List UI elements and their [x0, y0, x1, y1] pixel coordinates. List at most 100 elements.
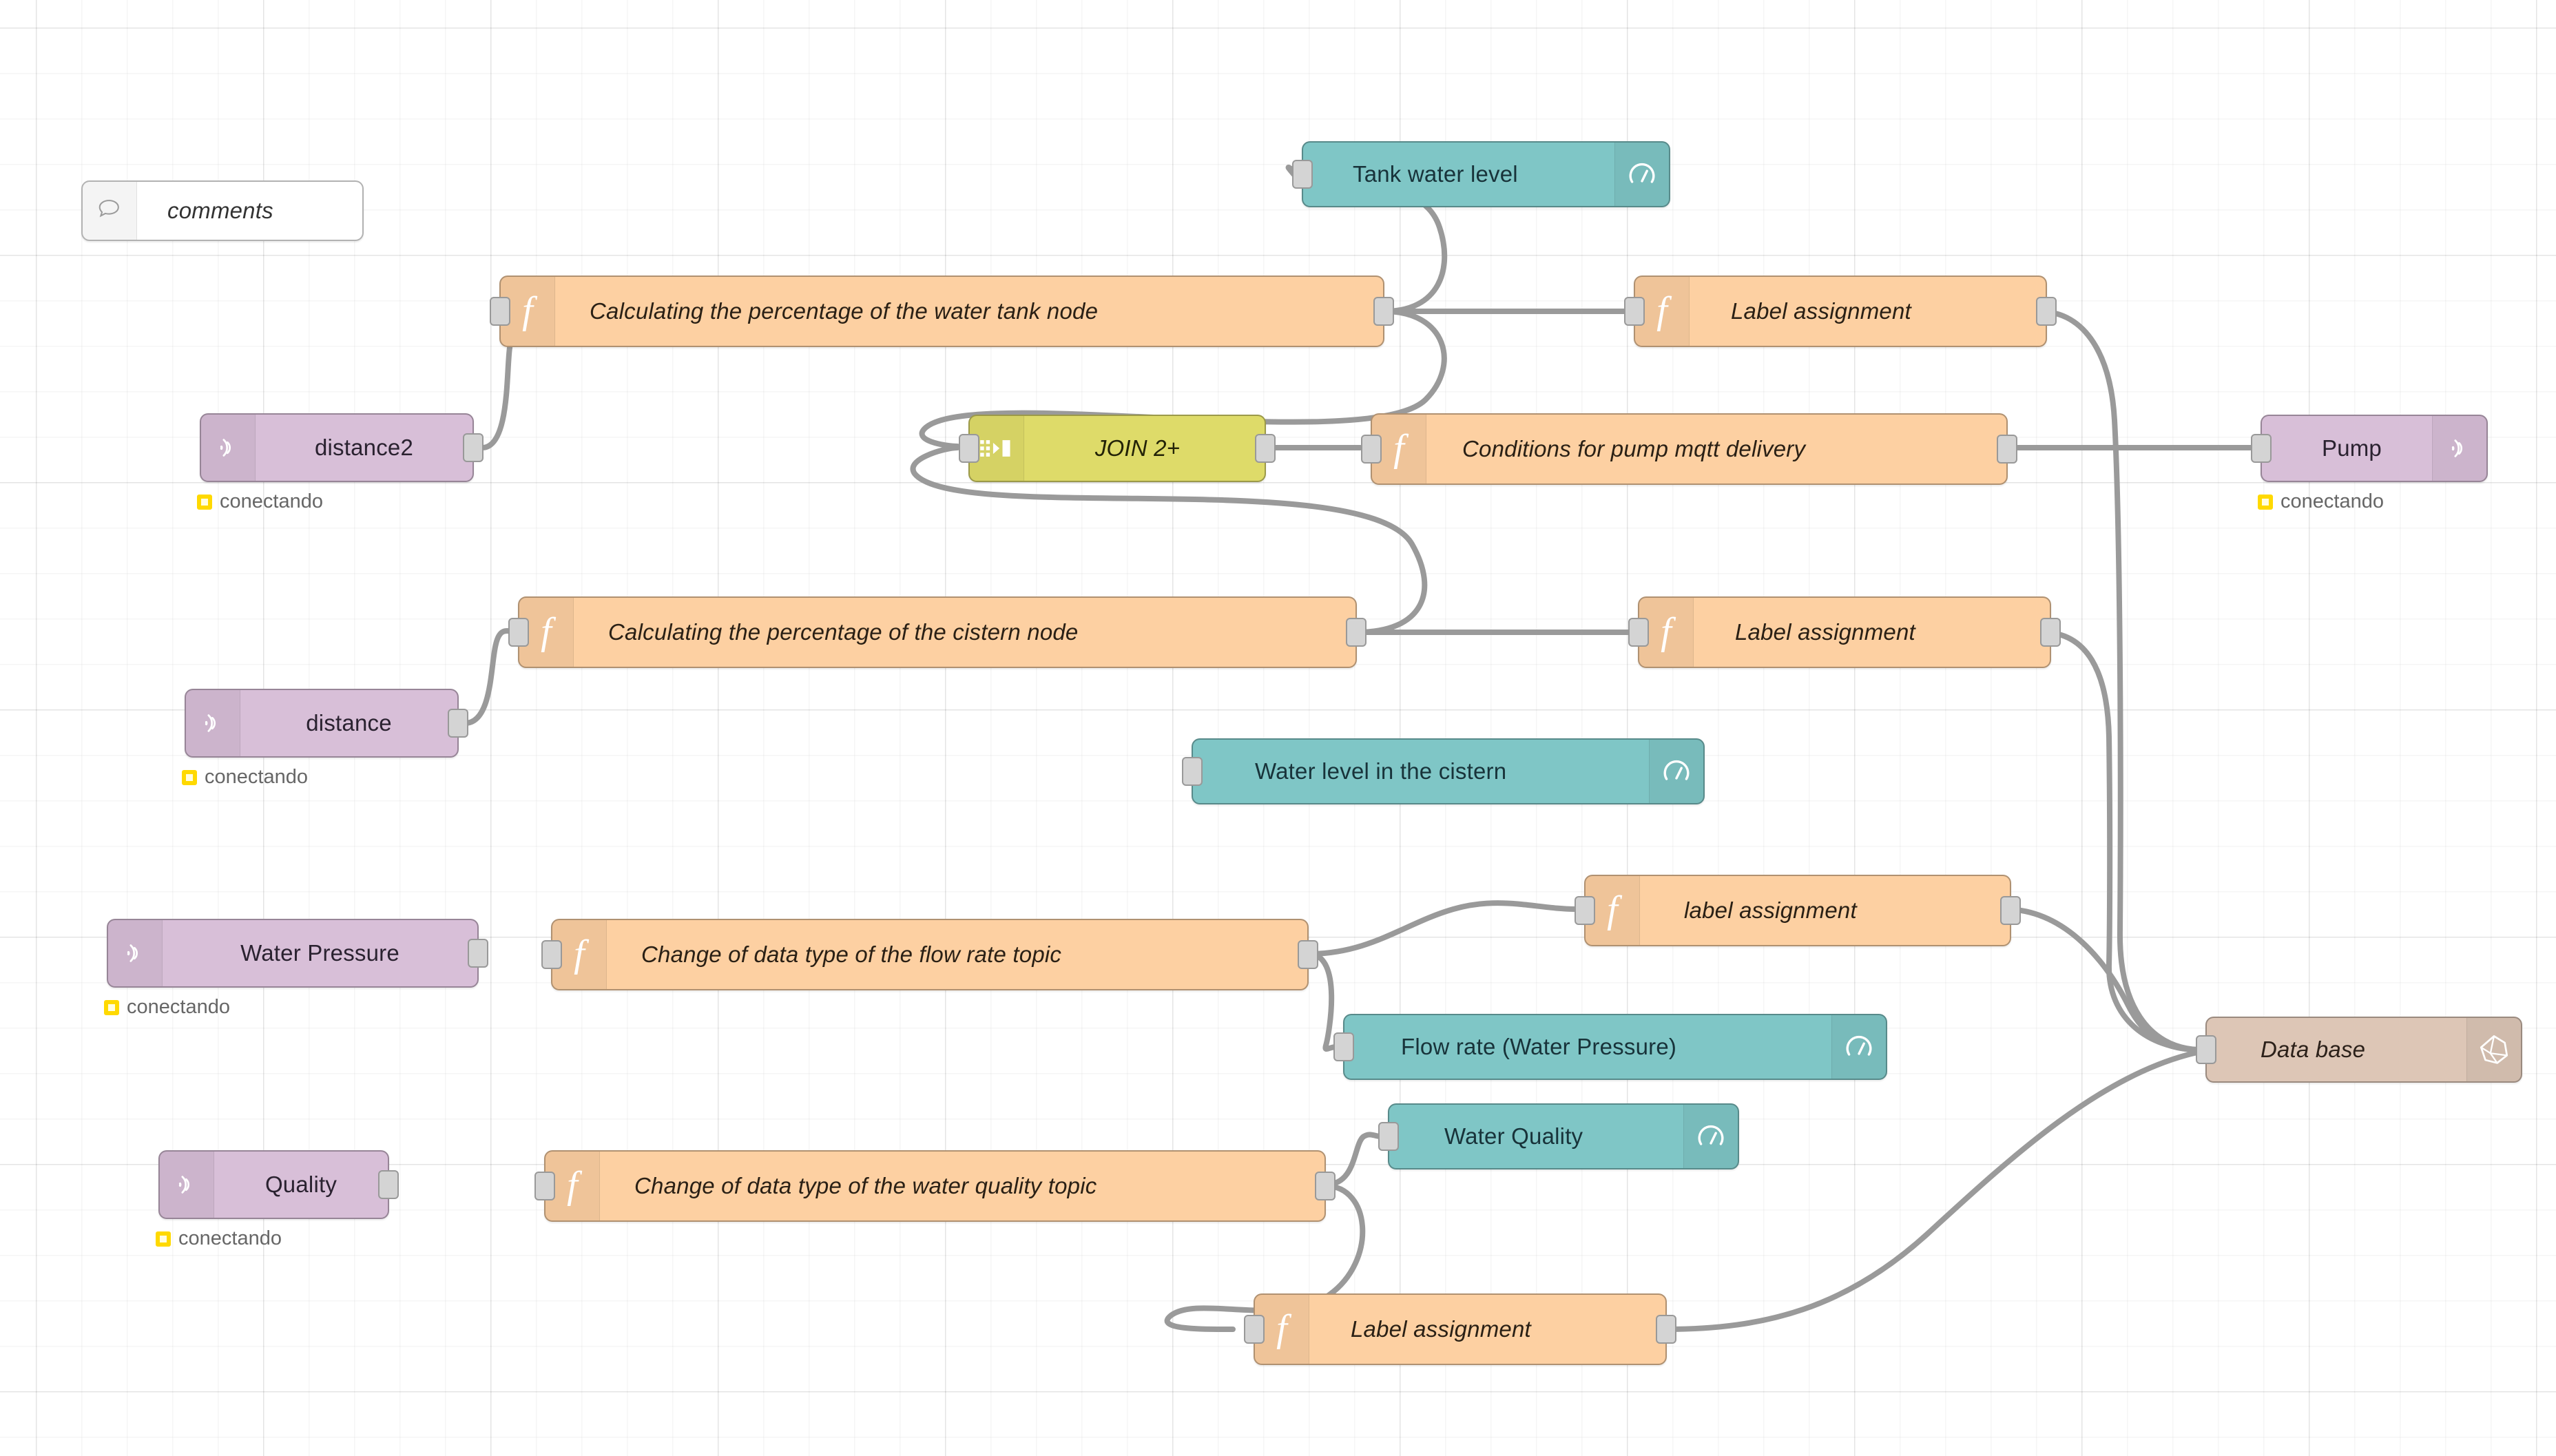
port-input[interactable] — [2196, 1035, 2216, 1064]
svg-text:f: f — [567, 1165, 583, 1207]
status-pump: conectando — [2258, 490, 2384, 513]
node-flow-rate-label: Flow rate (Water Pressure) — [1401, 1034, 1677, 1059]
svg-text:f: f — [522, 291, 538, 332]
status-text: conectando — [220, 490, 323, 512]
node-flow-type-function[interactable]: f Change of data type of the flow rate t… — [541, 919, 1318, 990]
svg-text:f: f — [1276, 1309, 1292, 1350]
port-output[interactable] — [1298, 940, 1318, 969]
port-output[interactable] — [1255, 434, 1276, 463]
wire-tank-label-to-database — [2036, 309, 2200, 1052]
port-output[interactable] — [2036, 297, 2057, 326]
node-cistern-percent-function[interactable]: f Calculating the percentage of the cist… — [508, 596, 1367, 668]
status-dot-icon — [156, 1231, 171, 1247]
node-database-label: Data base — [2261, 1037, 2366, 1062]
status-water-pressure: conectando — [104, 996, 230, 1019]
node-quality-label-assignment-label: Label assignment — [1351, 1316, 1531, 1342]
svg-text:f: f — [541, 612, 557, 653]
node-tank-percent-function[interactable]: f Calculating the percentage of the wate… — [490, 275, 1394, 347]
wire-flow-type-to-label — [1306, 900, 1580, 957]
node-comment-label: comments — [167, 198, 273, 223]
gauge-icon — [1831, 1015, 1886, 1079]
gauge-icon — [1649, 740, 1703, 803]
mqtt-signal-icon — [160, 1152, 214, 1218]
node-distance-mqtt-in[interactable]: distance — [185, 689, 468, 758]
node-distance2-mqtt-in[interactable]: distance2 — [200, 413, 484, 482]
node-flow-label-assignment-label: label assignment — [1684, 897, 1857, 923]
node-comment[interactable]: comments — [81, 180, 364, 241]
mqtt-signal-icon — [186, 690, 240, 756]
node-tank-label-assignment[interactable]: f Label assignment — [1624, 275, 2057, 347]
port-input[interactable] — [959, 434, 979, 463]
port-input[interactable] — [490, 297, 510, 326]
function-f-icon: f — [546, 1152, 600, 1220]
node-tank-percent-label: Calculating the percentage of the water … — [590, 298, 1099, 324]
port-input[interactable] — [534, 1172, 555, 1200]
port-input[interactable] — [1182, 757, 1203, 786]
node-flow-rate-gauge[interactable]: Flow rate (Water Pressure) — [1333, 1014, 1887, 1080]
node-quality-mqtt-in[interactable]: Quality — [158, 1150, 399, 1219]
node-cistern-label-assignment-label: Label assignment — [1735, 619, 1915, 645]
port-output[interactable] — [1373, 297, 1394, 326]
comment-bubble-icon — [83, 182, 137, 240]
port-output[interactable] — [468, 939, 488, 968]
port-input[interactable] — [1628, 618, 1649, 647]
node-pump-label: Pump — [2321, 435, 2382, 461]
svg-text:f: f — [1393, 428, 1409, 470]
port-input[interactable] — [541, 940, 562, 969]
status-quality: conectando — [156, 1227, 282, 1250]
port-input[interactable] — [1292, 160, 1313, 189]
mqtt-signal-icon — [201, 415, 256, 481]
node-tank-water-level-gauge[interactable]: Tank water level — [1292, 141, 1670, 207]
node-cistern-label-assignment[interactable]: f Label assignment — [1628, 596, 2061, 668]
node-distance-label: distance — [306, 710, 392, 736]
port-output[interactable] — [2040, 618, 2061, 647]
port-input[interactable] — [2251, 434, 2272, 463]
port-output[interactable] — [378, 1170, 399, 1199]
port-input[interactable] — [1624, 297, 1645, 326]
node-water-pressure-label: Water Pressure — [240, 940, 399, 966]
node-join[interactable]: JOIN 2+ — [959, 415, 1276, 482]
node-quality-type-label: Change of data type of the water quality… — [634, 1173, 1097, 1198]
port-input[interactable] — [1378, 1122, 1399, 1151]
port-output[interactable] — [1997, 435, 2017, 464]
status-dot-icon — [182, 769, 197, 785]
node-cistern-percent-label: Calculating the percentage of the cister… — [608, 619, 1079, 645]
node-cistern-level-gauge[interactable]: Water level in the cistern — [1182, 738, 1705, 804]
port-input[interactable] — [1333, 1032, 1354, 1061]
node-quality-type-function[interactable]: f Change of data type of the water quali… — [534, 1150, 1336, 1222]
port-output[interactable] — [2000, 896, 2021, 925]
node-pump-conditions-function[interactable]: f Conditions for pump mqtt delivery — [1361, 413, 2017, 485]
svg-text:f: f — [1656, 291, 1672, 332]
port-output[interactable] — [1346, 618, 1367, 647]
port-input[interactable] — [1244, 1315, 1265, 1344]
status-dot-icon — [104, 999, 119, 1015]
port-output[interactable] — [1656, 1315, 1676, 1344]
status-text: conectando — [178, 1227, 282, 1249]
node-water-pressure-mqtt-in[interactable]: Water Pressure — [107, 919, 488, 988]
node-pump-mqtt-out[interactable]: Pump — [2251, 415, 2488, 482]
wire-cistern-label-to-database — [2039, 630, 2200, 1052]
wire-quality-label-to-database — [1664, 1050, 2200, 1332]
svg-text:f: f — [574, 934, 590, 975]
node-quality-label-assignment[interactable]: f Label assignment — [1244, 1293, 1676, 1365]
status-distance2: conectando — [197, 490, 323, 513]
node-database[interactable]: Data base — [2196, 1017, 2522, 1083]
node-join-label: JOIN 2+ — [1094, 435, 1181, 461]
port-input[interactable] — [508, 618, 529, 647]
port-input[interactable] — [1361, 435, 1382, 464]
node-pump-conditions-label: Conditions for pump mqtt delivery — [1462, 436, 1806, 461]
influxdb-polygon-icon — [2466, 1018, 2521, 1081]
node-flow-label-assignment[interactable]: f label assignment — [1575, 875, 2021, 946]
port-output[interactable] — [463, 433, 484, 462]
status-text: conectando — [205, 766, 308, 788]
node-water-quality-gauge[interactable]: Water Quality — [1378, 1103, 1739, 1169]
port-output[interactable] — [1315, 1172, 1336, 1200]
status-text: conectando — [127, 996, 230, 1018]
status-text: conectando — [2280, 490, 2384, 512]
port-output[interactable] — [448, 709, 468, 738]
svg-text:f: f — [1661, 612, 1676, 653]
port-input[interactable] — [1575, 896, 1595, 925]
node-tank-water-level-label: Tank water level — [1353, 161, 1518, 187]
gauge-icon — [1614, 143, 1669, 206]
